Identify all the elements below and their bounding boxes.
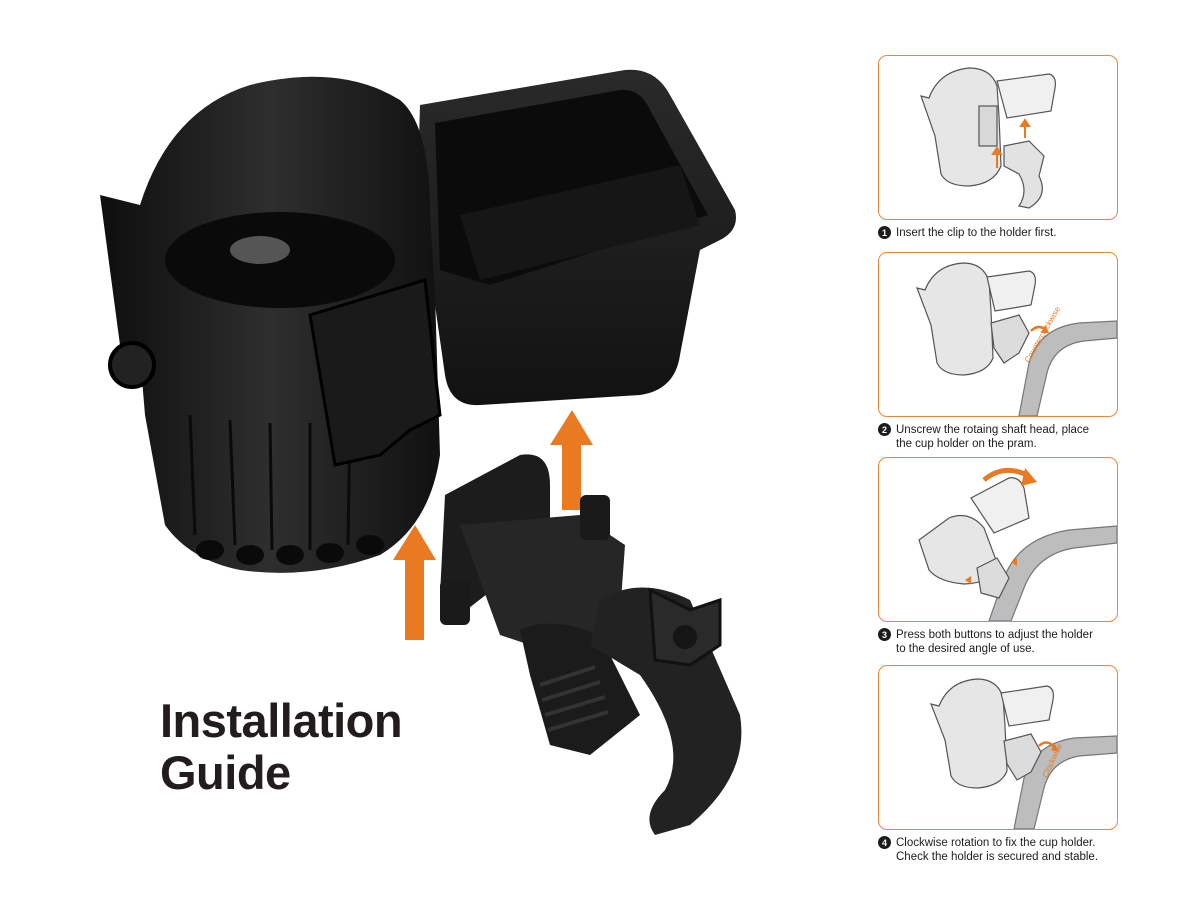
step-1-panel	[878, 55, 1118, 220]
step-2-panel: Counterclockwise	[878, 252, 1118, 417]
step-3: 3 Press both buttons to adjust the holde…	[878, 457, 1123, 656]
step-4-panel: Clockwise	[878, 665, 1118, 830]
step-1-text: Insert the clip to the holder first.	[896, 227, 1057, 239]
storage-box	[413, 69, 736, 406]
step-3-caption: 3 Press both buttons to adjust the holde…	[878, 628, 1123, 656]
title-line-2: Guide	[160, 746, 291, 799]
adjust-angle-illustration	[918, 467, 1117, 621]
step-4-text-line-2: Check the holder is secured and stable.	[896, 851, 1099, 863]
step-2: Counterclockwise 2 Unscrew the rotaing s…	[878, 252, 1123, 451]
step-number-badge: 2	[878, 423, 891, 436]
step-3-panel	[878, 457, 1118, 622]
step-1-caption: 1 Insert the clip to the holder first.	[878, 226, 1123, 240]
product-hero-illustration	[100, 69, 742, 835]
step-3-text-line-1: Press both buttons to adjust the holder	[896, 629, 1093, 641]
cup-holder-body	[100, 76, 442, 573]
tighten-illustration: Clockwise	[930, 678, 1117, 829]
clip-insert-illustration	[920, 67, 1056, 209]
step-4: Clockwise 4 Clockwise rotation to fix th…	[878, 665, 1123, 864]
unscrew-illustration: Counterclockwise	[916, 262, 1117, 416]
title-line-1: Installation	[160, 694, 403, 747]
step-4-text-line-1: Clockwise rotation to fix the cup holder…	[896, 837, 1096, 849]
step-number-badge: 4	[878, 836, 891, 849]
up-arrow-icon	[393, 410, 593, 640]
step-2-text-line-1: Unscrew the rotaing shaft head, place	[896, 424, 1090, 436]
page-title: Installation Guide	[160, 694, 403, 799]
step-2-caption: 2 Unscrew the rotaing shaft head, place …	[878, 423, 1123, 451]
step-number-badge: 1	[878, 226, 891, 239]
step-number-badge: 3	[878, 628, 891, 641]
step-4-caption: 4 Clockwise rotation to fix the cup hold…	[878, 836, 1123, 864]
step-2-text-line-2: the cup holder on the pram.	[896, 438, 1037, 450]
step-3-text-line-2: to the desired angle of use.	[896, 643, 1035, 655]
step-1: 1 Insert the clip to the holder first.	[878, 55, 1123, 240]
stroller-clamp	[440, 454, 742, 835]
